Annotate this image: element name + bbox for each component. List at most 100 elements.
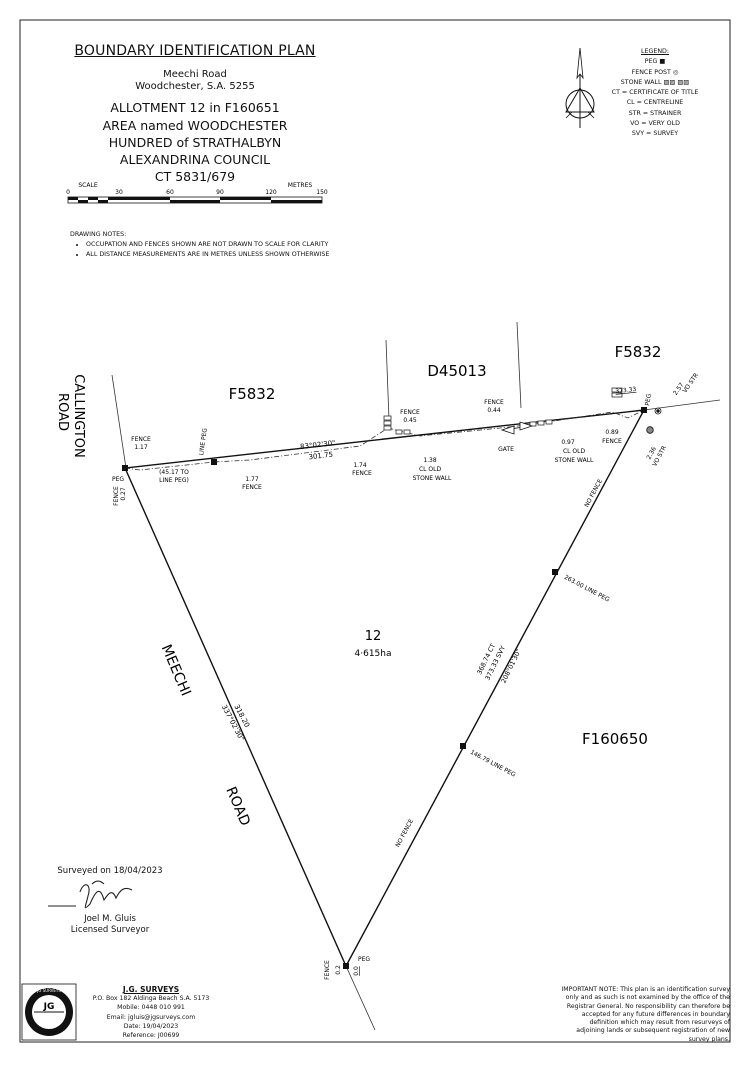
legend-item-svy: SVY = SURVEY	[631, 130, 679, 138]
important-note: IMPORTANT NOTE: This plan is an identifi…	[561, 986, 730, 1043]
legend-item-str: STR = STRAINER	[628, 109, 682, 117]
parcel-f160650: F160650	[582, 730, 648, 748]
north-distance: 301.75	[308, 451, 333, 462]
scale-tick-60: 60	[166, 189, 174, 196]
east-line-peg-upper: 263.00 LINE PEG	[563, 574, 611, 604]
address-line-2: Woodchester, S.A. 5255	[135, 81, 255, 92]
scale-bar: SCALE METRES 0 30 60 90 120 150	[66, 182, 328, 204]
company-reference: Reference: J00699	[122, 1032, 180, 1040]
scale-tick-150: 150	[316, 189, 328, 196]
north-arrow-icon	[565, 47, 595, 128]
drawing-note-item: OCCUPATION AND FENCES SHOWN ARE NOT DRAW…	[86, 240, 329, 250]
stone-wall-icon	[383, 387, 623, 435]
legend-item-stone-wall: STONE WALL ▨▨ ▨▨	[620, 78, 690, 86]
cl-old-2: CL OLD	[563, 448, 586, 455]
legend: LEGEND: PEG ■ FENCE POST ◎ STONE WALL ▨▨…	[600, 47, 710, 140]
legend-item-cl: CL = CENTRELINE	[626, 99, 684, 107]
scale-tick-30: 30	[115, 189, 123, 196]
s-extra: 0.0	[353, 966, 360, 976]
ne-peg: PEG	[644, 393, 653, 406]
lot-number: 12	[365, 629, 382, 644]
company-logo-icon: JG JG SURVEYS	[25, 988, 73, 1036]
surveyor-name: Joel M. Gluis	[84, 913, 136, 924]
fence-177-value: 1.77	[245, 476, 259, 483]
page-frame	[19, 19, 731, 1043]
fence-post-icon	[646, 407, 662, 434]
fence-177-word: FENCE	[242, 484, 262, 491]
company-date: Date: 19/04/2023	[123, 1022, 179, 1030]
nw-offset-fence: FENCE	[113, 486, 120, 506]
cl-138-value: 1.38	[423, 457, 437, 464]
company-name: J.G. SURVEYS	[122, 985, 180, 994]
road-callington-road-word: ROAD	[55, 393, 70, 431]
signature-icon	[48, 880, 133, 909]
logo-ring-text: JG SURVEYS	[36, 988, 61, 993]
logo-frame	[21, 983, 77, 1041]
cl-097-value: 0.97	[561, 439, 575, 446]
line-peg-note: (45.17 TO	[159, 469, 189, 476]
scale-tick-120: 120	[265, 189, 277, 196]
legend-item-vo: VO = VERY OLD	[630, 120, 680, 128]
nw-offset-value: 0.27	[120, 487, 127, 501]
allotment: ALLOTMENT 12 in F160651	[110, 100, 280, 115]
legend-item-peg: PEG ■	[644, 58, 666, 66]
surveyor-title: Licensed Surveyor	[70, 925, 150, 935]
area-name: AREA named WOODCHESTER	[102, 118, 288, 133]
s-peg: PEG	[358, 956, 370, 963]
s-fence: FENCE	[324, 960, 331, 980]
council: ALEXANDRINA COUNCIL	[119, 152, 271, 167]
fence-045-value: 0.45	[403, 417, 417, 424]
nw-fence-value: 1.17	[134, 444, 148, 451]
north-fence-line	[124, 409, 645, 471]
lot-area: 4·615ha	[355, 649, 392, 659]
fence-174-value: 1.74	[353, 462, 367, 469]
road-meechi-road-word: ROAD	[222, 785, 253, 829]
parcel-f5832-west: F5832	[229, 385, 276, 403]
fence-174-word: FENCE	[352, 470, 372, 477]
scale-label: SCALE	[78, 182, 97, 189]
company-info: J.G. SURVEYS P.O. Box 182 Aldinga Beach …	[78, 985, 224, 1040]
certificate-of-title: CT 5831/679	[154, 169, 236, 184]
scale-units: METRES	[288, 182, 313, 189]
hundred: HUNDRED of STRATHALBYN	[108, 135, 282, 150]
vo-str-257-label: VO STR	[682, 372, 701, 394]
fence-089-value: 0.89	[605, 429, 619, 436]
peg-icon	[122, 407, 647, 969]
adjoining-boundaries	[111, 321, 721, 1031]
company-email: Email: jgluis@jgsurveys.com	[106, 1013, 196, 1021]
parcel-d45013: D45013	[427, 362, 486, 380]
surveyor-block: Surveyed on 18/04/2023 Joel M. Gluis Lic…	[40, 866, 180, 937]
scale-tick-0: 0	[66, 189, 70, 196]
logo-letters: JG	[43, 1002, 55, 1012]
east-line-peg-lower: 146.79 LINE PEG	[469, 749, 517, 779]
line-peg-note2: LINE PEG)	[159, 477, 189, 484]
allotment-boundary	[123, 409, 646, 968]
legend-heading: LEGEND:	[640, 48, 670, 55]
plan-title: BOUNDARY IDENTIFICATION PLAN	[74, 43, 316, 59]
north-bearing: 83°02'30"	[300, 439, 336, 451]
fence-089-word: FENCE	[602, 438, 622, 445]
drawing-note-item: ALL DISTANCE MEASUREMENTS ARE IN METRES …	[86, 250, 329, 260]
surveyed-on: Surveyed on 18/04/2023	[57, 866, 163, 876]
company-address: P.O. Box 182 Aldinga Beach S.A. 5173	[92, 995, 210, 1003]
address-line-1: Meechi Road	[163, 69, 227, 80]
stone-wall-label-2: STONE WALL	[555, 457, 594, 464]
cl-old: CL OLD	[419, 466, 442, 473]
legend-item-ct: CT = CERTIFICATE OF TITLE	[611, 89, 699, 97]
gate-icon	[500, 421, 534, 435]
company-mobile: Mobile: 0448 010 991	[117, 1004, 185, 1012]
road-meechi: MEECHI	[158, 642, 194, 698]
drawing-notes: DRAWING NOTES: OCCUPATION AND FENCES SHO…	[70, 230, 329, 260]
nw-peg: PEG	[112, 476, 124, 483]
legend-item-fence-post: FENCE POST ◎	[631, 68, 679, 76]
ne-distance: 373.33	[615, 386, 637, 395]
road-callington: CALLINGTON	[71, 374, 86, 458]
stone-wall-label: STONE WALL	[413, 475, 452, 482]
s-offset: 0.2	[335, 965, 342, 975]
fence-044-word: FENCE	[484, 399, 504, 406]
fence-045-word: FENCE	[400, 409, 420, 416]
fence-044-value: 0.44	[487, 407, 501, 414]
nw-fence-word: FENCE	[131, 436, 151, 443]
scale-tick-90: 90	[216, 189, 224, 196]
